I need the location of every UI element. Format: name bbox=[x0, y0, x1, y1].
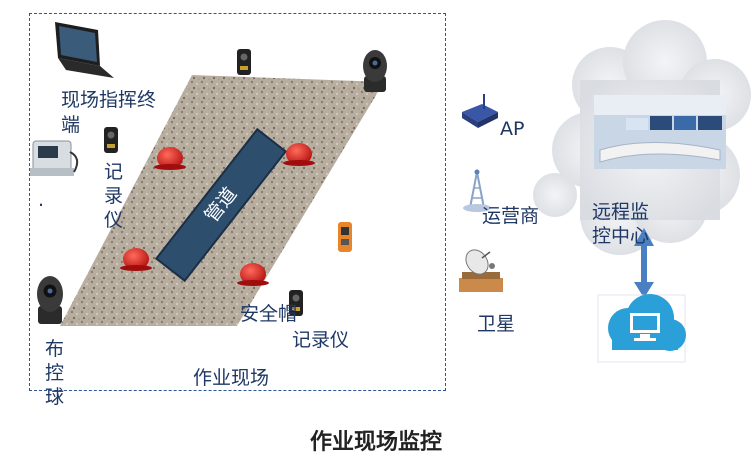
laptop-icon bbox=[55, 22, 114, 78]
helmet-label: 安全帽 bbox=[240, 303, 298, 325]
diagram-caption: 作业现场监控 bbox=[309, 430, 442, 455]
recorder-icon bbox=[237, 49, 251, 75]
ap-label: AP bbox=[500, 118, 525, 140]
terminal-label: 现场指挥终端 bbox=[61, 89, 157, 136]
monitor-cloud-icon bbox=[597, 294, 686, 363]
router-icon bbox=[462, 94, 498, 128]
pipeline bbox=[154, 127, 288, 283]
gas-detector-icon bbox=[338, 222, 352, 252]
helmet-icon bbox=[120, 248, 152, 271]
helmet-icon bbox=[237, 263, 269, 286]
recorder-label-bottom: 记录仪 bbox=[292, 329, 350, 351]
satellite-label: 卫星 bbox=[477, 313, 516, 335]
dot-mark: . bbox=[38, 189, 45, 211]
carrier-label: 运营商 bbox=[482, 205, 540, 227]
sensor-box-icon bbox=[30, 140, 79, 176]
dome-camera-icon bbox=[363, 50, 387, 92]
site-label: 作业现场 bbox=[193, 367, 270, 389]
recorder-icon bbox=[289, 290, 303, 316]
remote-center-label: 远程监控中心 bbox=[592, 201, 650, 247]
control-room-image bbox=[594, 95, 726, 169]
work-site-frame bbox=[29, 13, 446, 391]
recorder-icon bbox=[104, 127, 118, 153]
cell-tower-icon bbox=[463, 169, 491, 212]
recorder-label-left: 记录仪 bbox=[104, 161, 124, 231]
satellite-dish-icon bbox=[459, 249, 503, 292]
dome-camera-icon bbox=[37, 276, 63, 324]
helmet-icon bbox=[283, 143, 315, 166]
helmet-icon bbox=[154, 147, 186, 170]
double-arrow bbox=[634, 228, 654, 298]
dome-camera-label: 布控球 bbox=[45, 338, 65, 408]
